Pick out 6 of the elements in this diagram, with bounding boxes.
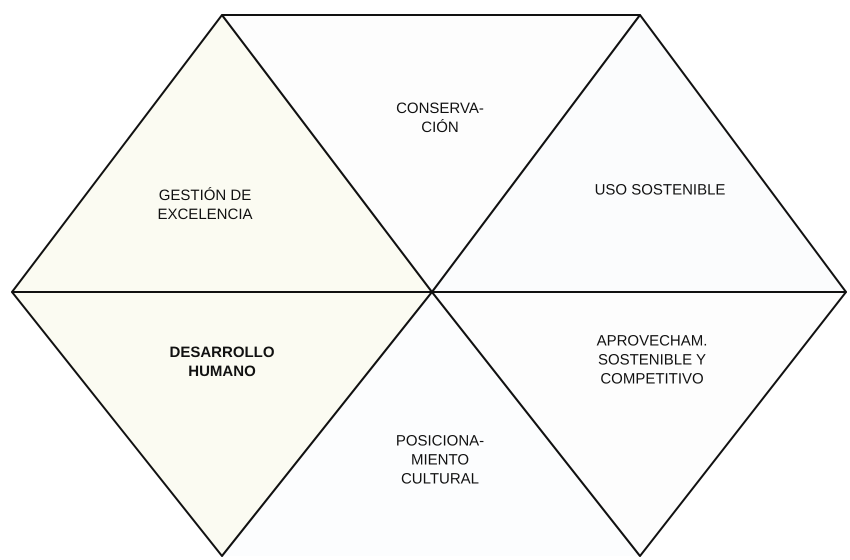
triangle-label: APROVECHAM. SOSTENIBLE Y COMPETITIVO bbox=[596, 332, 708, 388]
triangle-label: DESARROLLO HUMANO bbox=[168, 343, 276, 381]
triangle-label: USO SOSTENIBLE bbox=[594, 180, 726, 200]
triangle-label: GESTIÓN DE EXCELENCIA bbox=[156, 186, 254, 224]
triangle-label: POSICIONA- MIENTO CULTURAL bbox=[394, 432, 486, 488]
triangle-label: CONSERVA- CIÓN bbox=[395, 99, 485, 137]
